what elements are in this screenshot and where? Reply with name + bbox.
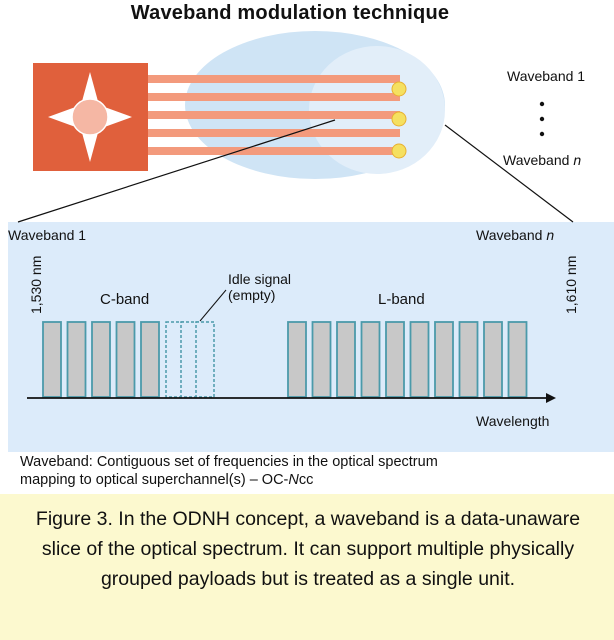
diagram-title: Waveband modulation technique xyxy=(130,2,450,24)
zoom-line-left xyxy=(17,119,336,223)
zoom-line-right xyxy=(444,124,574,223)
idle-signal-pointer xyxy=(199,289,227,322)
nm-1530-label: 1,530 nm xyxy=(28,256,44,314)
l-band-channel xyxy=(385,321,405,398)
source-core-icon xyxy=(71,98,109,136)
ellipsis-dot xyxy=(539,131,545,137)
l-band-channel xyxy=(287,321,307,398)
l-band-channel xyxy=(507,321,528,398)
l-band-channel xyxy=(336,321,356,398)
waveband-1-label: Waveband 1 xyxy=(8,227,86,243)
l-band-label: L-band xyxy=(378,291,425,308)
ellipsis-dot xyxy=(539,116,545,122)
l-band-channel xyxy=(483,321,503,398)
idle-signal-label: Idle signal xyxy=(228,271,291,287)
waveband-n-label: Waveband n xyxy=(476,227,554,243)
nm-1610-label: 1,610 nm xyxy=(563,256,579,314)
idle-channel xyxy=(195,321,215,398)
definition-line-1: Waveband: Contiguous set of frequencies … xyxy=(20,454,438,470)
c-band-label: C-band xyxy=(100,291,149,308)
c-band-channel xyxy=(91,321,111,398)
figure-caption: Figure 3. In the ODNH concept, a waveban… xyxy=(35,508,581,590)
c-band-channel xyxy=(115,321,136,398)
waveband-definition: Waveband: Contiguous set of frequencies … xyxy=(20,453,610,489)
waveband-n-top-label: Waveband n xyxy=(503,152,581,168)
c-band-channel xyxy=(42,321,62,398)
l-band-channel xyxy=(458,321,479,398)
waveband-1-top-label: Waveband 1 xyxy=(507,68,585,84)
l-band-channel xyxy=(434,321,454,398)
wavelength-label: Wavelength xyxy=(476,413,549,429)
idle-signal-sublabel: (empty) xyxy=(228,287,275,303)
l-band-channel xyxy=(311,321,332,398)
definition-line-2: mapping to optical superchannel(s) – OC-… xyxy=(20,472,314,488)
axis-arrow-icon xyxy=(546,393,556,403)
fiber-bundle xyxy=(147,75,400,155)
c-band-channel xyxy=(66,321,87,398)
channel-bars xyxy=(42,321,528,398)
l-band-channel xyxy=(409,321,430,398)
ellipsis-dot xyxy=(539,101,545,107)
l-band-channel xyxy=(360,321,381,398)
fiber-end-dots xyxy=(391,81,407,159)
c-band-channel xyxy=(140,321,160,398)
caption-box: Figure 3. In the ODNH concept, a waveban… xyxy=(0,494,614,640)
